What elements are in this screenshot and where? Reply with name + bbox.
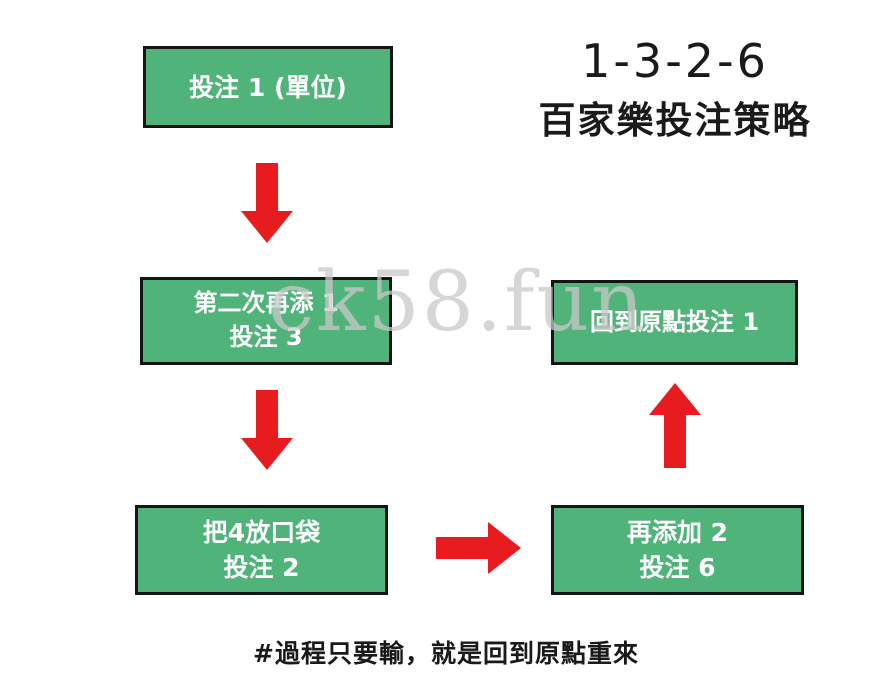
node-step5-return-to-start: 回到原點投注 1 [551,280,798,365]
strategy-name-title: 1-3-2-6 [581,34,769,88]
node-step2-bet-3: 第二次再添 1 投注 3 [140,277,392,365]
node-label-line1: 再添加 2 [626,518,729,547]
node-label-line1: 投注 1 (單位) [189,72,347,102]
node-label-line1: 把4放口袋 [202,518,321,547]
arrow-up-icon [649,383,701,468]
node-label-line1: 第二次再添 1 [193,289,339,318]
node-step4-bet-6: 再添加 2 投注 6 [551,505,804,595]
arrow-down-icon [241,390,293,470]
arrow-right-icon [436,522,521,574]
node-label-line2: 投注 2 [223,553,300,582]
node-step1-bet-1: 投注 1 (單位) [143,46,393,128]
node-step3-bet-2: 把4放口袋 投注 2 [135,505,388,595]
node-label-line2: 投注 3 [229,323,303,351]
page-title-block: 1-3-2-6 百家樂投注策略 [495,36,855,141]
strategy-subtitle: 百家樂投注策略 [538,98,812,142]
footer-note: #過程只要輸，就是回到原點重來 [253,639,639,668]
node-label-line2: 投注 6 [639,553,716,582]
node-label-line1: 回到原點投注 1 [589,307,760,336]
arrow-down-icon [241,163,293,243]
